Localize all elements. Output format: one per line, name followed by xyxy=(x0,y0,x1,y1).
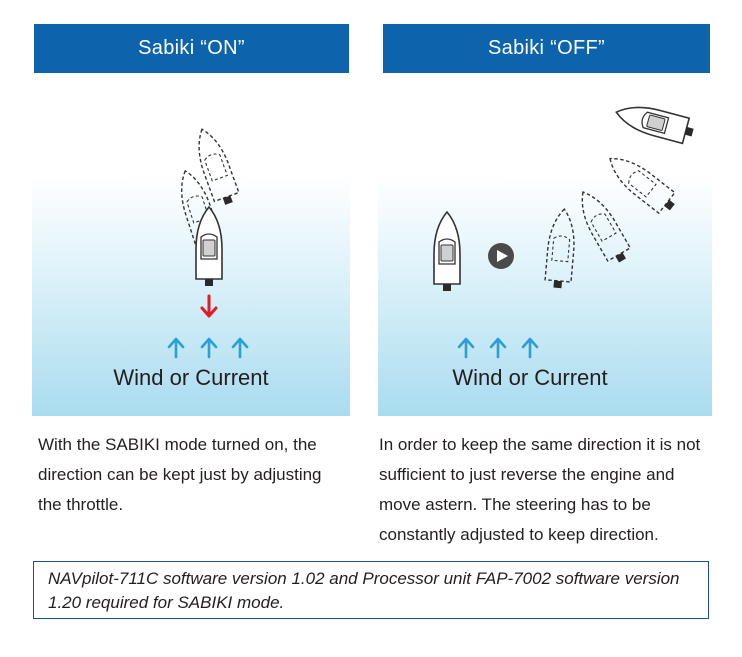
ghost-boat-icon xyxy=(543,207,578,290)
wind-label: Wind or Current xyxy=(113,365,269,390)
up-arrow-icon xyxy=(457,337,475,359)
sabiki-off-title: Sabiki “OFF” xyxy=(488,37,605,59)
boat-icon xyxy=(612,98,697,146)
sabiki-off-description: In order to keep the same direction it i… xyxy=(379,435,701,544)
sabiki-off-header: Sabiki “OFF” xyxy=(383,24,710,73)
play-icon xyxy=(488,243,514,269)
up-arrow-icon xyxy=(200,337,218,359)
boat-icon xyxy=(195,206,223,287)
sabiki-off-diagram: Wind or Current xyxy=(378,90,712,416)
boat-icon xyxy=(433,211,461,292)
sabiki-on-title: Sabiki “ON” xyxy=(138,37,245,59)
up-arrow-icon xyxy=(489,337,507,359)
sabiki-on-description: With the SABIKI mode turned on, the dire… xyxy=(38,435,322,514)
sabiki-on-diagram: Wind or Current xyxy=(32,90,350,416)
sabiki-on-header: Sabiki “ON” xyxy=(34,24,349,73)
ghost-boat-icon xyxy=(601,147,682,219)
down-arrow-icon xyxy=(200,294,218,318)
software-requirement-note: NAVpilot-711C software version 1.02 and … xyxy=(33,561,709,619)
up-arrow-icon xyxy=(521,337,539,359)
up-arrow-icon xyxy=(231,337,249,359)
ghost-boat-icon xyxy=(571,184,635,268)
up-arrow-icon xyxy=(167,337,185,359)
wind-label: Wind or Current xyxy=(452,365,608,390)
